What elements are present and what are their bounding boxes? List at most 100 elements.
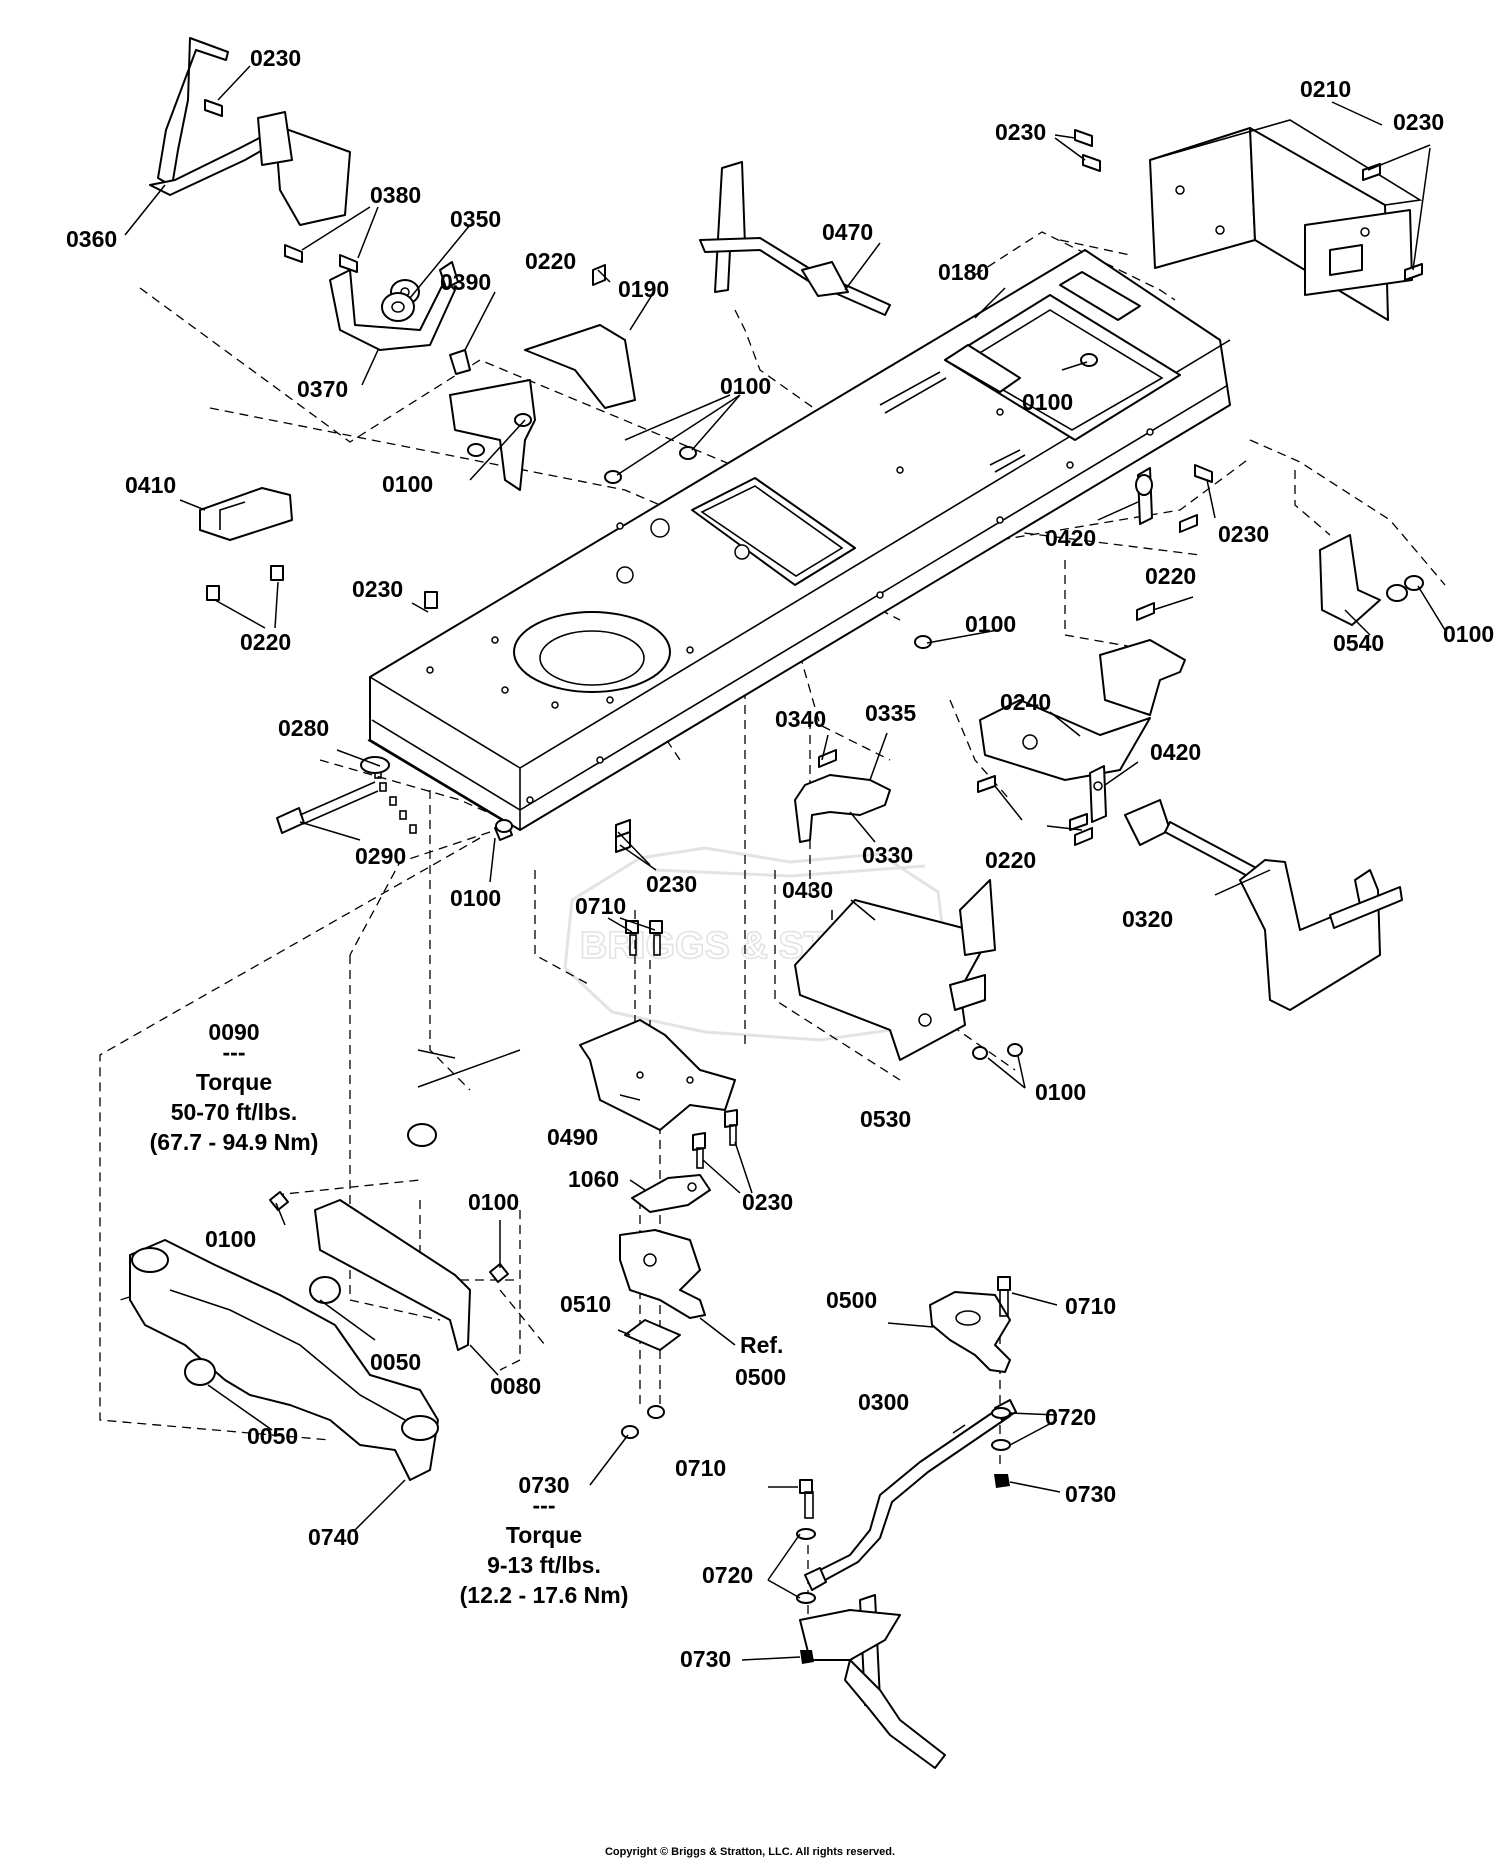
callout-label: 0100 — [450, 885, 501, 911]
torque-part-number: 0730 — [518, 1472, 569, 1498]
callout-label: 0230 — [1218, 521, 1269, 547]
callout-label: 0710 — [575, 893, 626, 919]
bracket-0540 — [1319, 534, 1381, 626]
callout-label: 0230 — [352, 576, 403, 602]
callout-label: 0730 — [680, 1646, 731, 1672]
callout-label: 0230 — [1393, 109, 1444, 135]
torque-part-number: 0090 — [208, 1019, 259, 1045]
steering-plate — [619, 1229, 706, 1319]
bracket-0240 — [979, 639, 1186, 781]
torque-imperial: 50-70 ft/lbs. — [171, 1099, 298, 1125]
bracket-0420-upper — [1135, 467, 1153, 525]
callout-labels: 0230 0360 0380 0350 0370 0390 0220 0190 … — [66, 45, 1494, 1672]
main-frame — [367, 249, 1231, 831]
callout-label: 0100 — [1022, 389, 1073, 415]
callout-label: 0230 — [995, 119, 1046, 145]
callout-label: 0710 — [675, 1455, 726, 1481]
callout-label: 0350 — [450, 206, 501, 232]
callout-label: 0240 — [1000, 689, 1051, 715]
front-axle-0740 — [129, 1239, 439, 1481]
callout-label: 0420 — [1150, 739, 1201, 765]
callout-label: 0540 — [1333, 630, 1384, 656]
callout-label: 0430 — [782, 877, 833, 903]
callout-label: 0220 — [240, 629, 291, 655]
copyright-notice: Copyright © Briggs & Stratton, LLC. All … — [604, 1846, 896, 1858]
callout-leader-lines — [124, 65, 1446, 1661]
reference-note-line2: 0500 — [735, 1364, 786, 1390]
callout-label: 0050 — [247, 1423, 298, 1449]
shift-rod-0470 — [699, 161, 891, 316]
torque-separator: --- — [533, 1492, 556, 1518]
callout-label: 0420 — [1045, 525, 1096, 551]
torque-title: Torque — [196, 1069, 272, 1095]
callout-label: 0100 — [965, 611, 1016, 637]
bracket-0410 — [199, 487, 293, 541]
callout-label: 0740 — [308, 1524, 359, 1550]
axle-cover-0080 — [314, 1199, 471, 1351]
callout-label: 0320 — [1122, 906, 1173, 932]
callout-label: 0230 — [250, 45, 301, 71]
callout-label: 0370 — [297, 376, 348, 402]
callout-label: 0720 — [1045, 1404, 1096, 1430]
callout-label: 0230 — [742, 1189, 793, 1215]
spindle-assembly — [799, 1594, 946, 1769]
mower-deck-bracket-0430 — [794, 879, 996, 1061]
lift-handle-0320 — [1124, 799, 1403, 1011]
callout-label: 0330 — [862, 842, 913, 868]
callout-label: 0220 — [985, 847, 1036, 873]
callout-label: 0300 — [858, 1389, 909, 1415]
callout-label: 0510 — [560, 1291, 611, 1317]
callout-label: 0220 — [1145, 563, 1196, 589]
callout-label: 0180 — [938, 259, 989, 285]
callout-label: 0390 — [440, 269, 491, 295]
callout-label: 0490 — [547, 1124, 598, 1150]
torque-metric: (12.2 - 17.6 Nm) — [460, 1582, 629, 1608]
callout-label: 0100 — [1443, 621, 1494, 647]
callout-label: 0410 — [125, 472, 176, 498]
torque-imperial: 9-13 ft/lbs. — [487, 1552, 601, 1578]
callout-label: 0100 — [205, 1226, 256, 1252]
bracket-0490 — [579, 1019, 736, 1131]
torque-title: Torque — [506, 1522, 582, 1548]
torque-separator: --- — [223, 1039, 246, 1065]
lift-lever — [149, 37, 351, 226]
torque-spec-lower: 0730 --- Torque 9-13 ft/lbs. (12.2 - 17.… — [460, 1472, 629, 1608]
callout-label: 0210 — [1300, 76, 1351, 102]
dash-panel-bracket — [1149, 119, 1423, 321]
spacer-0050 — [184, 1276, 341, 1386]
callout-label: 0230 — [646, 871, 697, 897]
callout-label: 0100 — [720, 373, 771, 399]
steering-plate-0500 — [929, 1291, 1011, 1373]
callout-label: 0360 — [66, 226, 117, 252]
callout-label: 0710 — [1065, 1293, 1116, 1319]
callout-label: 0100 — [382, 471, 433, 497]
callout-label: 0280 — [278, 715, 329, 741]
bracket-0420-lower — [1089, 765, 1107, 823]
pivot-plate-1060 — [631, 1174, 711, 1213]
callout-label: 0080 — [490, 1373, 541, 1399]
plate-0510 — [624, 1319, 681, 1351]
callout-label: 0720 — [702, 1562, 753, 1588]
lever-0330 — [794, 774, 891, 843]
callout-label: 1060 — [568, 1166, 619, 1192]
callout-label: 0380 — [370, 182, 421, 208]
callout-label: 0335 — [865, 700, 916, 726]
callout-label: 0100 — [468, 1189, 519, 1215]
callout-label: 0220 — [525, 248, 576, 274]
callout-label: 0340 — [775, 706, 826, 732]
callout-label: 0100 — [1035, 1079, 1086, 1105]
callout-label: 0290 — [355, 843, 406, 869]
torque-metric: (67.7 - 94.9 Nm) — [150, 1129, 319, 1155]
callout-label: 0190 — [618, 276, 669, 302]
callout-label: 0050 — [370, 1349, 421, 1375]
reference-note-line1: Ref. — [740, 1332, 783, 1358]
torque-spec-upper: 0090 --- Torque 50-70 ft/lbs. (67.7 - 94… — [150, 1019, 319, 1155]
callout-label: 0530 — [860, 1106, 911, 1132]
callout-label: 0730 — [1065, 1481, 1116, 1507]
callout-label: 0470 — [822, 219, 873, 245]
fasteners — [204, 99, 1424, 1664]
callout-label: 0500 — [826, 1287, 877, 1313]
drag-link-0300 — [804, 1399, 1017, 1591]
